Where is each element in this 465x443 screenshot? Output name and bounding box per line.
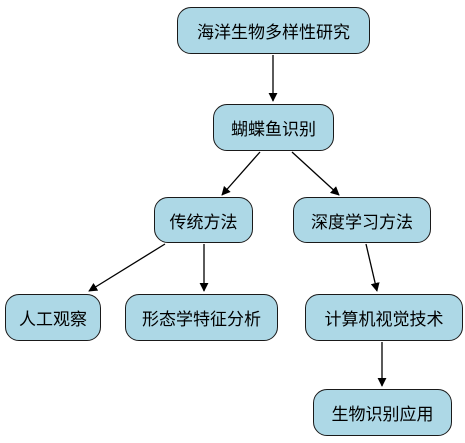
node-manual-observation: 人工观察 <box>5 294 101 341</box>
edge-fish-traditional <box>221 151 261 196</box>
edge-deep-cv <box>365 243 380 292</box>
edge-traditional-observation <box>88 243 166 292</box>
node-marine-biodiversity-research: 海洋生物多样性研究 <box>177 7 370 54</box>
node-traditional-methods: 传统方法 <box>154 197 253 243</box>
node-biometric-application: 生物识别应用 <box>313 389 452 436</box>
node-computer-vision: 计算机视觉技术 <box>305 294 463 341</box>
edge-fish-deep <box>291 151 340 196</box>
node-morphological-analysis: 形态学特征分析 <box>125 294 278 341</box>
node-deep-learning-methods: 深度学习方法 <box>293 197 431 243</box>
node-butterflyfish-identification: 蝴蝶鱼识别 <box>213 104 334 151</box>
